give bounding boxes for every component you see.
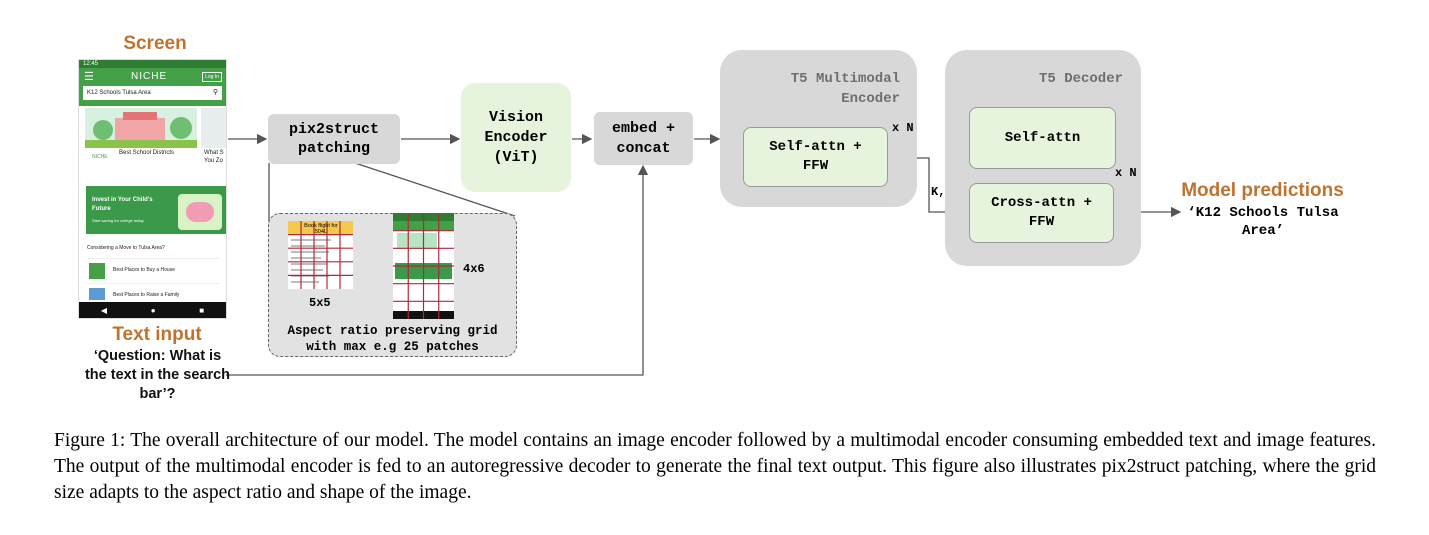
phone-banner-sub: Start saving for college today. xyxy=(92,218,145,223)
phone-banner-title: Invest in Your Child's Future xyxy=(92,197,153,212)
phone-list-item-1: Best Places to Buy a House xyxy=(87,258,220,284)
grid-label-4x6: 4x6 xyxy=(463,262,485,276)
phone-status-bar: 12:45 xyxy=(79,60,226,68)
menu-icon: ☰ xyxy=(84,71,94,83)
phone-card-label: Best School Districts xyxy=(119,150,175,156)
screen-title: Screen xyxy=(123,33,187,54)
patching-box: pix2struct patching xyxy=(268,114,400,164)
phone-search-area: K12 Schools Tulsa Area ⚲ xyxy=(79,86,226,106)
grid-5x5-lines xyxy=(288,221,353,289)
dec-repeat-label: x N xyxy=(1115,166,1137,180)
phone-screenshot: 12:45 ☰ NICHE Log In K12 Schools Tulsa A… xyxy=(79,60,226,318)
predictions-title: Model predictions xyxy=(1181,180,1344,201)
grid-thumb-5x5: Book flight for 504L xyxy=(288,221,353,289)
phone-nav-bar: ◀ ● ■ xyxy=(79,302,226,318)
home-icon: ● xyxy=(150,305,156,315)
back-icon: ◀ xyxy=(100,305,108,315)
phone-list-item-1-label: Best Places to Buy a House xyxy=(113,267,175,273)
grid-caption: Aspect ratio preserving grid with max e.… xyxy=(287,324,498,354)
mm-repeat-label: x N xyxy=(892,121,914,135)
phone-move-heading: Considering a Move to Tulsa Area? xyxy=(87,245,165,251)
phone-map-thumb xyxy=(201,108,226,148)
phone-list-item-2: Best Places to Raise a Family xyxy=(87,286,220,300)
predictions-body: ‘K12 Schools Tulsa Area’ xyxy=(1187,205,1339,239)
phone-list-item-2-label: Best Places to Raise a Family xyxy=(113,292,180,298)
decoder-title: T5 Decoder xyxy=(1038,71,1123,87)
family-icon xyxy=(89,288,105,300)
phone-banner: Invest in Your Child's Future Start savi… xyxy=(86,186,226,234)
arrow-text-to-embed xyxy=(226,164,649,376)
phone-search-text: K12 Schools Tulsa Area xyxy=(87,90,151,96)
grid-thumb-4x6 xyxy=(393,213,454,319)
app-name: NICHE xyxy=(131,71,168,82)
grid-thumb-5x5-title: Book flight for 504L xyxy=(304,223,338,235)
multimodal-encoder-title: T5 Multimodal Encoder xyxy=(790,71,900,107)
phone-card-label-2: What S You Zo xyxy=(204,150,224,164)
house-icon xyxy=(89,263,105,279)
search-icon: ⚲ xyxy=(212,89,218,96)
school-illustration xyxy=(85,108,197,148)
embed-concat-box: embed + concat xyxy=(594,112,693,165)
dec-self-attn-block: Self-attn xyxy=(969,107,1116,169)
figure-caption: Figure 1: The overall architecture of ou… xyxy=(54,430,1376,503)
dec-cross-attn-block: Cross-attn + FFW xyxy=(969,183,1114,243)
grid-label-5x5: 5x5 xyxy=(309,296,331,310)
login-button: Log In xyxy=(202,72,222,82)
phone-app-bar: ☰ NICHE Log In xyxy=(79,68,226,86)
vision-encoder-box: Vision Encoder (ViT) xyxy=(461,83,571,192)
grid-4x6-lines xyxy=(393,213,454,319)
mm-self-attn-block: Self-attn + FFW xyxy=(743,127,888,187)
text-input-body: ‘Question: What is the text in the searc… xyxy=(84,348,231,402)
piggy-bank-icon xyxy=(178,194,222,230)
recents-icon: ■ xyxy=(199,305,205,315)
text-input-title: Text input xyxy=(112,324,202,345)
phone-search-bar: K12 Schools Tulsa Area ⚲ xyxy=(83,86,222,100)
zoom-line-right xyxy=(354,162,516,217)
phone-illustration xyxy=(85,108,197,148)
phone-niche-logo: NICHE xyxy=(92,154,108,160)
